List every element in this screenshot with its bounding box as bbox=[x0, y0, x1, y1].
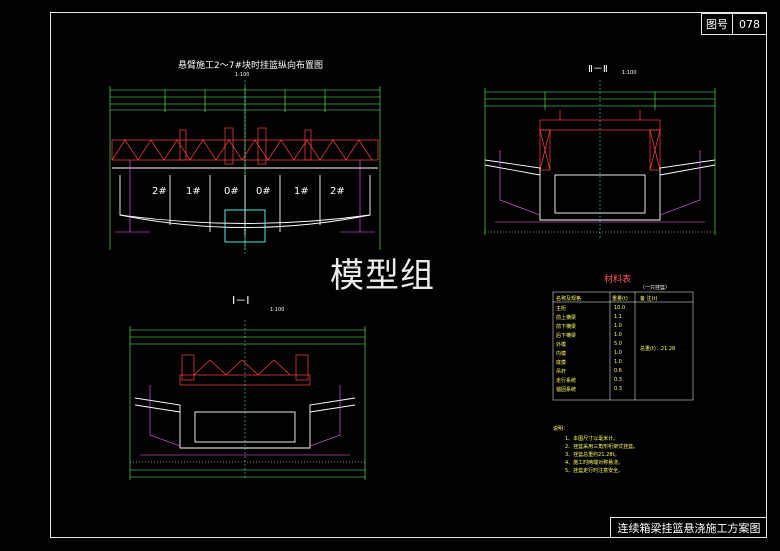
longitudinal-view bbox=[109, 80, 381, 255]
section-i-scale: 1:100 bbox=[270, 307, 285, 313]
materials-total-note: 总重(t)：21.28 bbox=[640, 346, 676, 352]
material-row-name: 内模 bbox=[556, 351, 567, 357]
watermark: 模型组 bbox=[330, 256, 435, 296]
note-item: 5、挂篮走行时注意安全。 bbox=[565, 468, 624, 474]
sheet-number-value: 078 bbox=[739, 17, 760, 31]
note-item: 2、挂篮采用三角形桁架式挂篮。 bbox=[565, 444, 639, 450]
materials-header-name: 名称及规格 bbox=[556, 296, 582, 302]
segment-label-6: 2# bbox=[330, 186, 345, 197]
material-row-weight: 1.0 bbox=[614, 359, 622, 365]
sheet-number-label: 图号 bbox=[702, 14, 733, 34]
material-row-weight: 1.1 bbox=[614, 314, 622, 320]
notes-label: 说明： bbox=[553, 426, 569, 432]
segment-label-3: 0# bbox=[224, 186, 239, 197]
material-row-weight: 5.0 bbox=[614, 341, 622, 347]
sec-i-dimensions bbox=[129, 326, 366, 480]
note-item: 3、挂篮总重约21.28t。 bbox=[565, 452, 620, 458]
material-row-weight: 0.3 bbox=[614, 377, 622, 383]
segment-label-5: 1# bbox=[294, 186, 309, 197]
material-row-name: 吊杆 bbox=[556, 369, 567, 375]
material-row-name: 外模 bbox=[556, 342, 567, 348]
material-row-name: 主桁 bbox=[556, 306, 567, 312]
materials-table-grid bbox=[552, 291, 694, 401]
material-row-weight: 1.0 bbox=[614, 332, 622, 338]
drawing-frame bbox=[50, 12, 767, 538]
sec-ii-dimensions bbox=[484, 88, 716, 235]
section-ii-scale: 1:100 bbox=[622, 70, 637, 76]
segment-label-1: 2# bbox=[152, 186, 167, 197]
long-hangers bbox=[115, 160, 375, 233]
segment-label-4: 0# bbox=[256, 186, 271, 197]
materials-subtitle: （一只挂篮） bbox=[640, 285, 671, 291]
materials-header-weight: 重量(t) bbox=[612, 296, 628, 302]
section-i-title: Ⅰ－Ⅰ bbox=[232, 294, 250, 307]
longitudinal-scale: 1:100 bbox=[235, 72, 250, 78]
section-i-view bbox=[129, 320, 366, 480]
sheet-number-block: 图号 078 bbox=[701, 13, 767, 35]
material-row-weight: 0.6 bbox=[614, 368, 622, 374]
materials-title: 材料表 bbox=[604, 275, 632, 285]
material-row-name: 后下横梁 bbox=[556, 333, 577, 339]
material-row-name: 前下横梁 bbox=[556, 324, 577, 330]
note-item: 4、施工时两端对称悬浇。 bbox=[565, 460, 624, 466]
materials-header-note: 备 注(t) bbox=[640, 296, 658, 302]
segment-label-2: 1# bbox=[186, 186, 201, 197]
material-row-weight: 1.0 bbox=[614, 323, 622, 329]
sec-i-outer-forms bbox=[140, 385, 350, 456]
material-row-weight: 1.0 bbox=[614, 350, 622, 356]
material-row-weight: 0.3 bbox=[614, 386, 622, 392]
section-ii-title: Ⅱ－Ⅱ bbox=[588, 64, 608, 75]
longitudinal-title: 悬臂施工2～7#块时挂篮纵向布置图 bbox=[178, 61, 323, 71]
material-row-name: 底模 bbox=[556, 360, 567, 366]
material-row-weight: 10.0 bbox=[614, 305, 626, 311]
long-girder bbox=[112, 167, 378, 243]
note-item: 1、本图尺寸以毫米计。 bbox=[565, 436, 619, 442]
material-row-name: 走行系统 bbox=[556, 378, 577, 384]
drawing-title-block: 连续箱梁挂篮悬浇施工方案图 bbox=[610, 517, 767, 538]
material-row-name: 锚固系统 bbox=[556, 387, 577, 393]
material-row-name: 前上横梁 bbox=[556, 315, 577, 321]
section-ii-view bbox=[484, 80, 716, 240]
